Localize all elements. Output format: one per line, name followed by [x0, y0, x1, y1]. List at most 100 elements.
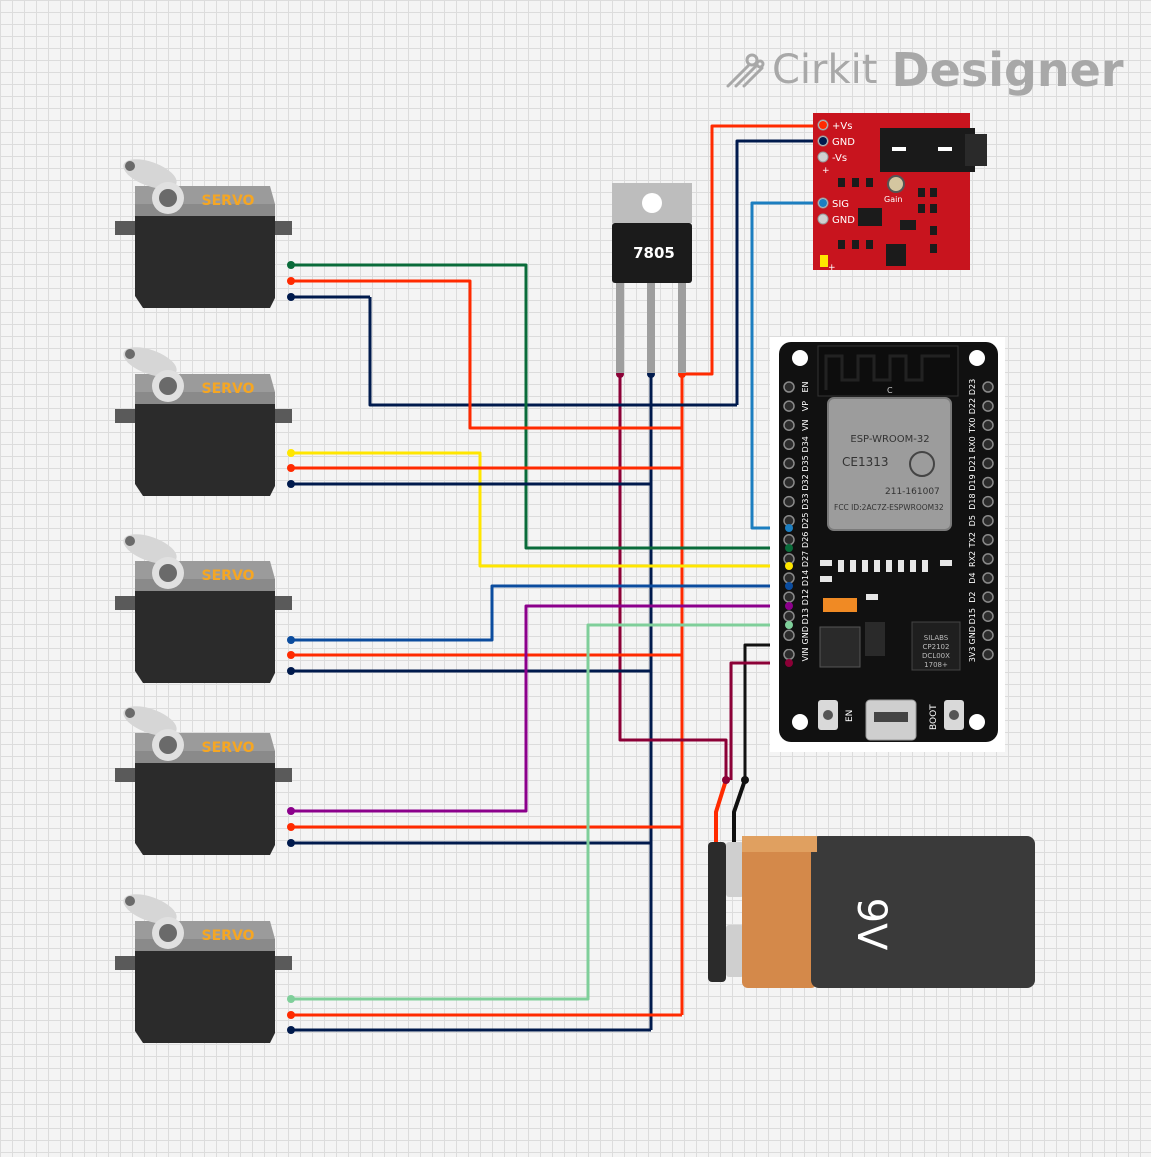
esp32-pin-right-3v3[interactable]: [982, 648, 994, 661]
mic-pin-vs-plus: +Vs: [832, 121, 852, 132]
servo-label: SERVO: [202, 928, 255, 944]
wire-servo4-signal: [291, 604, 789, 813]
esp32-pin-label: VIN: [801, 647, 810, 661]
esp32-pin-label: D22: [968, 398, 977, 414]
esp32-chip-line-1: SILABS: [924, 634, 949, 642]
esp32-pin-left-d35[interactable]: [783, 457, 795, 470]
esp32-pin-left-d14[interactable]: [783, 572, 795, 584]
mic-pin-sig: SIG: [832, 199, 849, 210]
esp32-pin-label: VP: [801, 401, 810, 411]
esp32-pin-left-d13[interactable]: [783, 610, 795, 622]
esp32-pin-left-vn[interactable]: [783, 419, 795, 431]
wire-reg-out-to-vs: [682, 124, 818, 376]
wire-servo3-signal: [291, 584, 789, 642]
esp32-pin-right-d21[interactable]: [982, 457, 994, 470]
esp32-pin-right-d23[interactable]: [982, 381, 994, 393]
wire-servo1-vcc: [291, 279, 682, 430]
esp32-pin-label: TX0: [968, 417, 977, 433]
wire-servo2-signal: [291, 451, 789, 568]
esp32-boot-button-label: BOOT: [929, 704, 939, 730]
esp32-pin-label: D14: [801, 570, 810, 586]
servo-1[interactable]: SERVO: [115, 153, 292, 308]
esp32-pin-left-vin[interactable]: [783, 648, 795, 661]
mic-plus-mark-1: +: [822, 166, 830, 176]
esp32-cert-id: 211-161007: [885, 487, 940, 497]
esp32-pin-right-tx0[interactable]: [982, 419, 994, 431]
esp32-pin-label: D27: [801, 551, 810, 567]
esp32-pin-right-d5[interactable]: [982, 514, 994, 527]
mic-pin-gnd: GND: [832, 137, 855, 148]
esp32-pin-right-d19[interactable]: [982, 476, 994, 489]
esp32-pin-label: D12: [801, 589, 810, 605]
esp32-pin-label: D23: [968, 379, 977, 395]
wire-esp-vin-to-batt: [729, 661, 789, 780]
voltage-regulator-7805[interactable]: 7805: [612, 183, 692, 373]
esp32-pin-right-d4[interactable]: [982, 572, 994, 584]
servo-3[interactable]: SERVO: [115, 528, 292, 683]
esp32-pin-label: D33: [801, 493, 810, 509]
esp32-wire-dots: [785, 524, 793, 667]
cirkit-designer-logo: Cirkit Designer: [722, 40, 1124, 100]
esp32-pin-label: D15: [968, 608, 977, 624]
esp32-pin-label: GND: [968, 626, 977, 644]
wire-gnd-bus-top: [368, 297, 737, 407]
esp32-devkit[interactable]: C ESP-WROOM-32 CE1313 211-161007 FCC ID:…: [770, 337, 1005, 752]
servo-4[interactable]: SERVO: [115, 700, 292, 855]
esp32-pin-label: D25: [801, 513, 810, 529]
wire-servo1-signal: [291, 263, 789, 550]
wire-batt-plus: [714, 779, 728, 848]
esp32-pin-label: D21: [968, 455, 977, 471]
esp32-pin-label: D2: [968, 591, 977, 602]
esp32-pin-label: TX2: [968, 532, 977, 548]
wires: [291, 124, 818, 1032]
servo-pin-dots: [287, 261, 295, 1034]
esp32-pin-left-d32[interactable]: [783, 476, 795, 489]
esp32-pin-left-d12[interactable]: [783, 591, 795, 603]
servo-label: SERVO: [202, 568, 255, 584]
esp32-module-name: ESP-WROOM-32: [850, 434, 929, 445]
esp32-pin-right-d18[interactable]: [982, 495, 994, 508]
esp32-pin-label: GND: [801, 626, 810, 644]
esp32-fcc-id: FCC ID:2AC7Z-ESPWROOM32: [834, 503, 944, 512]
servo-label: SERVO: [202, 740, 255, 756]
esp32-pin-left-vp[interactable]: [783, 400, 795, 412]
servo-2[interactable]: SERVO: [115, 341, 292, 496]
mic-gain-label: Gain: [884, 195, 902, 204]
esp32-pin-label: D19: [968, 474, 977, 490]
esp32-pin-right-gnd[interactable]: [982, 629, 994, 642]
esp32-pin-right-rx0[interactable]: [982, 438, 994, 451]
regulator-label: 7805: [633, 244, 675, 262]
esp32-pin-right-tx2[interactable]: [982, 534, 994, 546]
wire-gnd-mic: [735, 139, 818, 405]
microphone-amplifier-module[interactable]: +Vs GND -Vs SIG GND Gain + +: [813, 113, 987, 273]
esp32-pin-label: RX2: [968, 551, 977, 567]
esp32-pin-left-d26[interactable]: [783, 534, 795, 546]
esp32-pin-right-d22[interactable]: [982, 400, 994, 412]
esp32-pin-label: EN: [801, 381, 810, 392]
mic-pin-vs-minus: -Vs: [832, 153, 847, 164]
wire-servo5-signal: [291, 623, 789, 1001]
esp32-pin-left-gnd[interactable]: [783, 629, 795, 642]
esp32-pin-left-d34[interactable]: [783, 438, 795, 451]
battery-9v[interactable]: 9V: [708, 836, 1035, 988]
servo-label: SERVO: [202, 193, 255, 209]
esp32-pin-left-en[interactable]: [783, 381, 795, 393]
esp32-pin-right-d15[interactable]: [982, 610, 994, 622]
esp32-pin-left-d33[interactable]: [783, 495, 795, 508]
junction-dots: [616, 370, 749, 784]
esp32-pin-right-rx2[interactable]: [982, 553, 994, 565]
esp32-pin-label: D5: [968, 515, 977, 526]
wire-batt-minus: [732, 779, 747, 848]
battery-label: 9V: [848, 898, 894, 951]
esp32-pin-right-d2[interactable]: [982, 591, 994, 603]
logo-word-designer: Designer: [891, 43, 1124, 97]
esp32-pin-label: 3V3: [968, 647, 977, 663]
esp32-chip-line-3: DCL00X: [922, 652, 950, 660]
esp32-pin-label: VN: [801, 419, 810, 430]
servo-5[interactable]: SERVO: [115, 888, 292, 1043]
esp32-ce-mark: CE1313: [842, 455, 889, 469]
esp32-pin-label: D35: [801, 455, 810, 471]
esp32-pin-label: D34: [801, 436, 810, 452]
esp32-pin-label: D26: [801, 532, 810, 548]
